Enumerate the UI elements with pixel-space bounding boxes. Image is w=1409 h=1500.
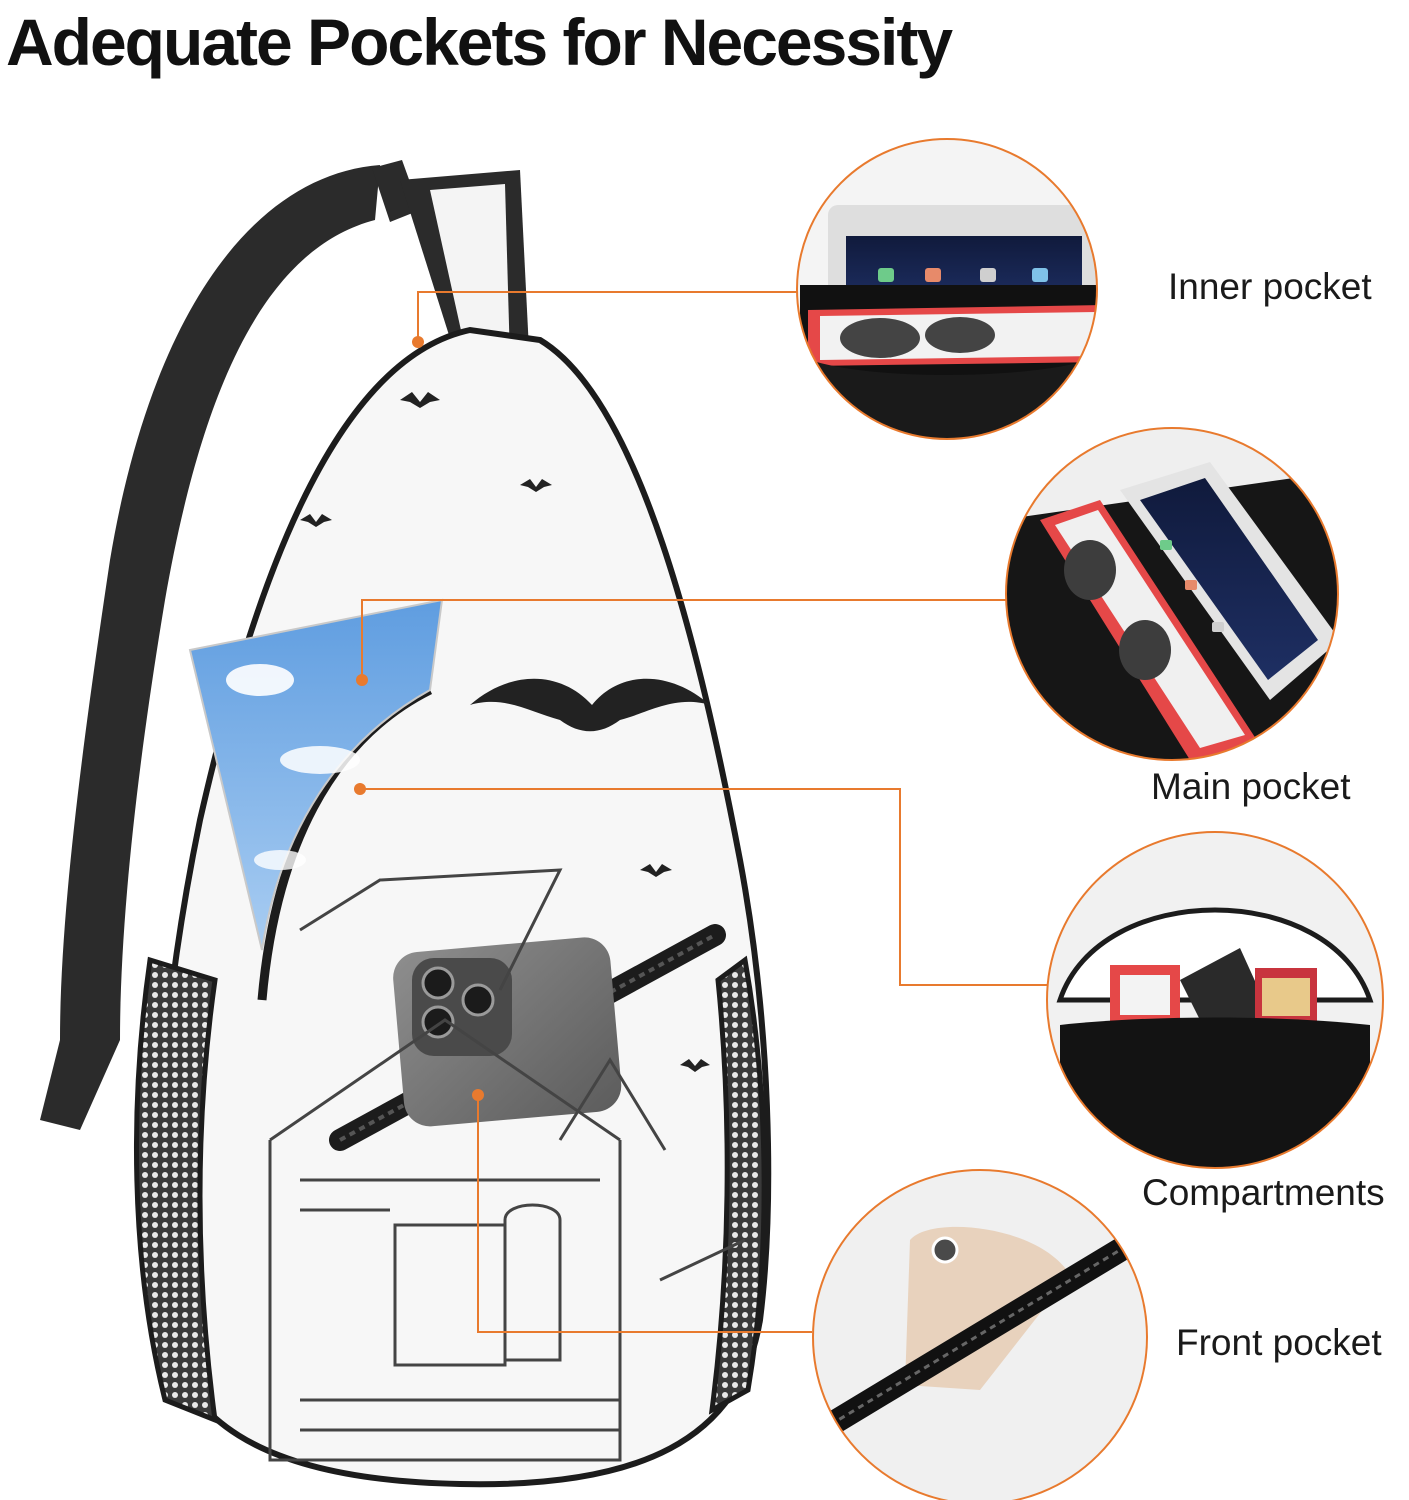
left-mesh-pocket bbox=[134, 956, 219, 1424]
book-illustration bbox=[188, 598, 444, 951]
right-mesh-pocket bbox=[708, 955, 767, 1415]
leader-compartments bbox=[360, 788, 1049, 986]
callout-leaders bbox=[360, 291, 1049, 1333]
sling-bag bbox=[40, 160, 772, 1488]
main-pocket-detail-image bbox=[1005, 427, 1339, 761]
leader-main bbox=[361, 599, 1006, 680]
leader-inner bbox=[417, 291, 798, 342]
inner-pocket-detail-image bbox=[796, 138, 1098, 440]
bat-illustrations bbox=[300, 392, 710, 1072]
leader-dots bbox=[354, 336, 484, 1101]
label-compartments: Compartments bbox=[1142, 1172, 1385, 1213]
label-front-pocket: Front pocket bbox=[1176, 1322, 1382, 1363]
front-pocket-detail-image bbox=[812, 1169, 1148, 1500]
leader-front bbox=[477, 1095, 812, 1333]
bag-body bbox=[153, 326, 772, 1488]
haunted-house-sketch bbox=[268, 868, 746, 1462]
label-inner-pocket: Inner pocket bbox=[1168, 266, 1372, 307]
shoulder-strap bbox=[40, 165, 380, 1130]
compartments-detail-image bbox=[1046, 831, 1384, 1169]
label-main-pocket: Main pocket bbox=[1151, 766, 1351, 807]
page-title: Adequate Pockets for Necessity bbox=[6, 5, 953, 79]
phone-illustration bbox=[393, 937, 622, 1127]
